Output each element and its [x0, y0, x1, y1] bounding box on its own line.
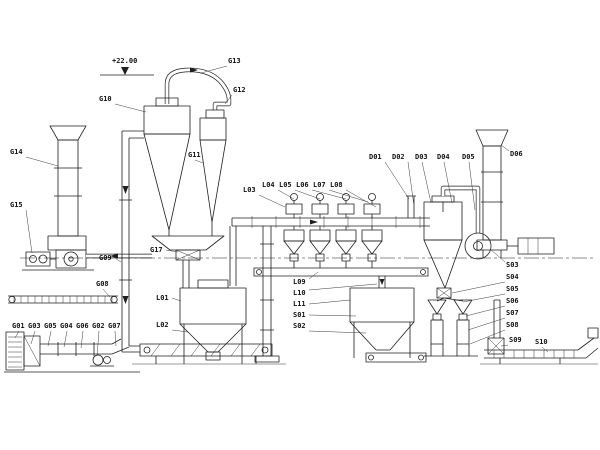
conveyor-bottom-right — [480, 327, 599, 365]
leader-L01 — [171, 297, 182, 302]
leader-G14 — [25, 156, 59, 167]
leader-D06 — [500, 144, 510, 152]
leader-L09 — [308, 271, 319, 280]
leader-L04 — [277, 189, 295, 200]
elevation-datum-marker — [100, 67, 154, 76]
leader-L07 — [328, 189, 369, 203]
leader-G15 — [25, 209, 33, 254]
leader-S04 — [451, 281, 506, 294]
leader-G13 — [200, 65, 228, 74]
leader-L03 — [258, 194, 286, 208]
bucket-elevator — [487, 299, 505, 355]
leader-S06 — [465, 305, 506, 317]
outlet-box-right — [507, 237, 555, 255]
packing-machines — [424, 299, 478, 357]
leader-D01 — [384, 161, 410, 200]
leader-L08 — [345, 189, 377, 208]
leader-S08 — [469, 329, 506, 345]
leader-S05 — [462, 293, 506, 303]
leader-L02 — [171, 329, 189, 333]
hot-air-furnace — [4, 331, 140, 373]
leader-D03 — [421, 161, 432, 204]
cyclone-right — [406, 185, 481, 302]
leader-S01 — [308, 314, 357, 317]
leader-S10 — [541, 346, 549, 353]
leader-L05 — [294, 189, 321, 200]
leader-G06 — [80, 330, 84, 349]
rotary-feeders-row — [285, 193, 381, 218]
leader-G01 — [14, 330, 20, 339]
leader-G12 — [224, 94, 233, 105]
classifier-cyclones-mid — [283, 226, 383, 268]
leader-S07 — [467, 317, 506, 331]
leader-S03 — [489, 248, 506, 263]
collecting-conveyor-mid — [253, 267, 429, 288]
leader-D04 — [443, 161, 453, 204]
leader-S02 — [308, 330, 367, 334]
duct-header-mid — [231, 216, 430, 228]
leader-L10 — [308, 283, 378, 291]
leader-G03 — [30, 330, 36, 345]
leader-G07 — [114, 330, 117, 347]
leader-G10 — [114, 103, 147, 113]
induced-draft-fan-left — [22, 249, 152, 271]
drying-column — [119, 130, 144, 353]
fuel-belt-conveyor — [8, 295, 118, 304]
leader-L11 — [308, 299, 351, 305]
leader-G02 — [96, 330, 100, 357]
leader-G11 — [194, 159, 204, 164]
product-silo-right — [349, 287, 427, 363]
leader-G04 — [63, 330, 68, 348]
leader-D02 — [407, 161, 415, 207]
leader-L06 — [311, 189, 347, 200]
fan-right — [464, 232, 492, 260]
leader-G05 — [47, 330, 52, 347]
leader-G17 — [165, 249, 179, 253]
leader-D05 — [468, 161, 476, 211]
leader-G08 — [102, 288, 111, 298]
cyclone-separators-left — [143, 67, 232, 288]
leader-S09 — [500, 344, 509, 347]
leader-G09 — [114, 257, 122, 263]
riser-duct-mid — [254, 226, 280, 363]
exhaust-stack-right — [475, 129, 509, 258]
product-silo-left — [179, 226, 247, 364]
